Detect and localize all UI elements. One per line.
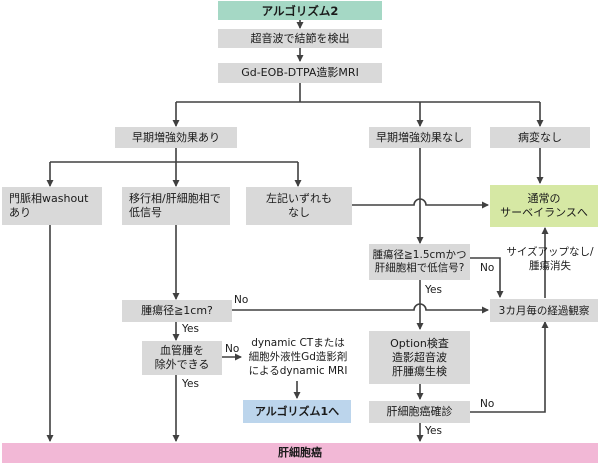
size-or-lost-label: サイズアップなし/腫瘍消失 [506, 246, 594, 272]
split-early-yes [49, 148, 299, 183]
title-box: アルゴリズム2 [218, 1, 382, 20]
early-enhancement-no-node: 早期増強効果なし [369, 127, 471, 148]
surveillance-node: 通常のサーベイランスへ [490, 185, 598, 227]
dynamic-imaging-text: dynamic CTまたは細胞外液性Gd造影剤によるdynamic MRI [248, 337, 348, 377]
edge-label-yes: Yes [182, 323, 199, 335]
option-tests-node: Option検査造影超音波肝腫瘍生検 [369, 331, 470, 384]
low-signal-node: 移行相/肝細胞相で低信号 [122, 187, 230, 225]
hcc-confirmed-node: 肝細胞癌確診 [369, 401, 470, 423]
mri-node: Gd-EOB-DTPA造影MRI [218, 63, 382, 83]
early-enhancement-yes-node: 早期増強効果あり [115, 127, 237, 148]
arrow-1cm-no [232, 303, 489, 314]
hcc-node: 肝細胞癌 [2, 443, 598, 463]
monthly-followup-node: 3カ月毎の経過観察 [490, 299, 598, 322]
no-lesion-node: 病変なし [490, 127, 590, 148]
edge-label-no: No [234, 294, 249, 306]
edge-label-yes: Yes [182, 378, 199, 390]
arrow-confirm-no [470, 321, 549, 413]
edge-label-yes: Yes [425, 284, 442, 296]
size-check-node: 腫瘍径≧1.5cmかつ肝細胞相で低信号? [369, 244, 470, 280]
detect-node: 超音波で結節を検出 [218, 29, 382, 48]
hemangioma-node: 血管腫を除外できる [142, 341, 222, 375]
tumor-1cm-node: 腫瘍径≧1cm? [122, 300, 232, 322]
edge-label-no: No [480, 398, 495, 410]
arrow-size-no [470, 257, 504, 298]
split-mri [175, 83, 541, 124]
neither-node: 左記いずれもなし [246, 187, 352, 225]
algorithm1-node: アルゴリズム1へ [243, 400, 351, 423]
edge-label-no: No [225, 343, 240, 355]
edge-label-no: No [480, 262, 495, 274]
edge-label-yes: Yes [425, 425, 442, 437]
